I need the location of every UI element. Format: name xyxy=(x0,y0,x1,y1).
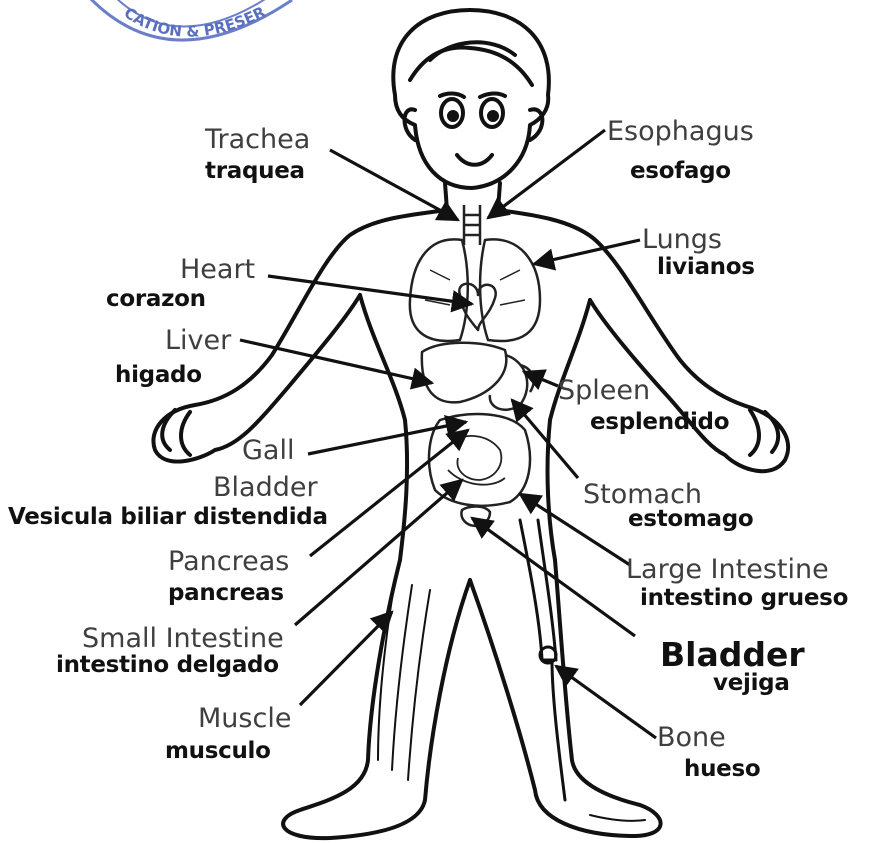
arrow-heart xyxy=(268,276,472,304)
label-bone: Bone xyxy=(657,724,726,751)
label-heart: Heart xyxy=(180,256,255,283)
arrow-lungs xyxy=(534,240,640,264)
label-stomach-es: estomago xyxy=(628,508,753,531)
label-gall-bladder-es: Vesicula biliar distendida xyxy=(8,506,328,529)
label-esophagus: Esophagus xyxy=(607,118,754,145)
label-trachea: Trachea xyxy=(205,126,310,153)
label-spleen-es: esplendido xyxy=(590,411,729,434)
stamp-text: CATION & PRESER xyxy=(121,3,269,41)
label-large-intestine: Large Intestine xyxy=(626,556,829,583)
label-lungs-es: livianos xyxy=(657,256,755,279)
label-bladder: Bladder xyxy=(660,638,805,671)
label-pancreas: Pancreas xyxy=(168,548,289,575)
label-spleen: Spleen xyxy=(558,377,650,404)
arrow-bladder xyxy=(472,518,635,636)
label-lungs: Lungs xyxy=(642,226,722,253)
label-trachea-es: traquea xyxy=(205,160,305,183)
label-small-intestine: Small Intestine xyxy=(82,625,284,652)
label-muscle: Muscle xyxy=(198,705,291,732)
label-esophagus-es: esofago xyxy=(630,160,731,183)
label-small-intestine-es: intestino delgado xyxy=(56,654,279,677)
organs xyxy=(410,205,540,526)
label-pancreas-es: pancreas xyxy=(168,582,284,605)
label-stomach: Stomach xyxy=(583,481,702,508)
arrow-stomach xyxy=(512,400,578,478)
label-bladder-es: vejiga xyxy=(713,672,790,695)
stamp-seal: CATION & PRESER xyxy=(88,0,292,41)
label-muscle-es: musculo xyxy=(165,740,271,763)
arrow-bone xyxy=(556,666,656,738)
label-bone-es: hueso xyxy=(684,758,760,781)
label-liver: Liver xyxy=(165,327,231,354)
label-large-intestine-es: intestino grueso xyxy=(640,587,848,610)
label-gall: Gall xyxy=(242,437,294,464)
label-heart-es: corazon xyxy=(106,288,206,311)
label-gall-bladder: Bladder xyxy=(213,474,318,501)
arrow-spleen xyxy=(524,372,558,386)
svg-text:CATION & PRESER: CATION & PRESER xyxy=(121,3,269,41)
arrow-trachea xyxy=(330,150,458,220)
label-liver-es: higado xyxy=(115,364,202,387)
